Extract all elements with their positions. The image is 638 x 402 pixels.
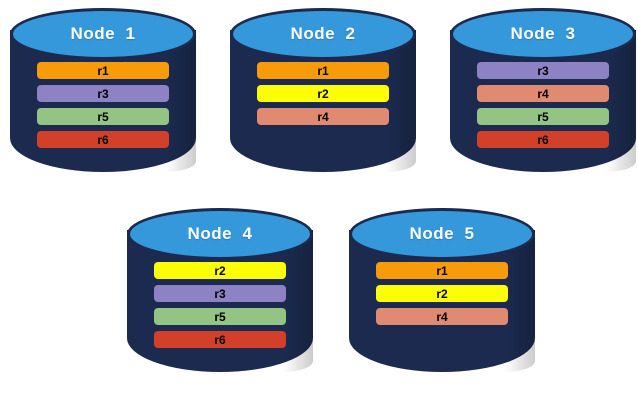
shard-bar[interactable]: r4: [477, 85, 609, 102]
node-title: Node 3: [510, 24, 576, 43]
shard-bar[interactable]: r1: [376, 262, 508, 279]
node-top-ellipse: [10, 8, 196, 60]
shard-bar[interactable]: r6: [477, 131, 609, 148]
node-title: Node 5: [409, 224, 475, 243]
node-cylinder[interactable]: Node 5 r1 r2 r4: [349, 208, 535, 394]
node-top-ellipse: [450, 8, 636, 60]
shard-bar[interactable]: r3: [37, 85, 169, 102]
shard-list: r1 r2 r4: [376, 262, 508, 331]
node-top-ellipse: [349, 208, 535, 260]
node-cylinder[interactable]: Node 4 r2 r3 r5 r6: [127, 208, 313, 394]
node-cylinder[interactable]: Node 1 r1 r3 r5 r6: [10, 8, 196, 194]
shard-list: r1 r2 r4: [257, 62, 389, 131]
node-top-ellipse: [230, 8, 416, 60]
shard-list: r1 r3 r5 r6: [37, 62, 169, 154]
shard-bar[interactable]: r6: [37, 131, 169, 148]
shard-bar[interactable]: r1: [37, 62, 169, 79]
shard-bar[interactable]: r6: [154, 331, 286, 348]
shard-bar[interactable]: r2: [257, 85, 389, 102]
shard-bar[interactable]: r2: [154, 262, 286, 279]
shard-bar[interactable]: r2: [376, 285, 508, 302]
shard-bar[interactable]: r5: [37, 108, 169, 125]
shard-bar[interactable]: r5: [477, 108, 609, 125]
shard-bar[interactable]: r3: [477, 62, 609, 79]
node-title: Node 4: [187, 224, 253, 243]
shard-list: r3 r4 r5 r6: [477, 62, 609, 154]
shard-bar[interactable]: r5: [154, 308, 286, 325]
shard-bar[interactable]: r4: [376, 308, 508, 325]
shard-list: r2 r3 r5 r6: [154, 262, 286, 354]
node-top-ellipse: [127, 208, 313, 260]
node-cylinder[interactable]: Node 3 r3 r4 r5 r6: [450, 8, 636, 194]
node-title: Node 1: [70, 24, 136, 43]
node-cylinder[interactable]: Node 2 r1 r2 r4: [230, 8, 416, 194]
shard-bar[interactable]: r1: [257, 62, 389, 79]
shard-bar[interactable]: r3: [154, 285, 286, 302]
node-title: Node 2: [290, 24, 356, 43]
shard-bar[interactable]: r4: [257, 108, 389, 125]
